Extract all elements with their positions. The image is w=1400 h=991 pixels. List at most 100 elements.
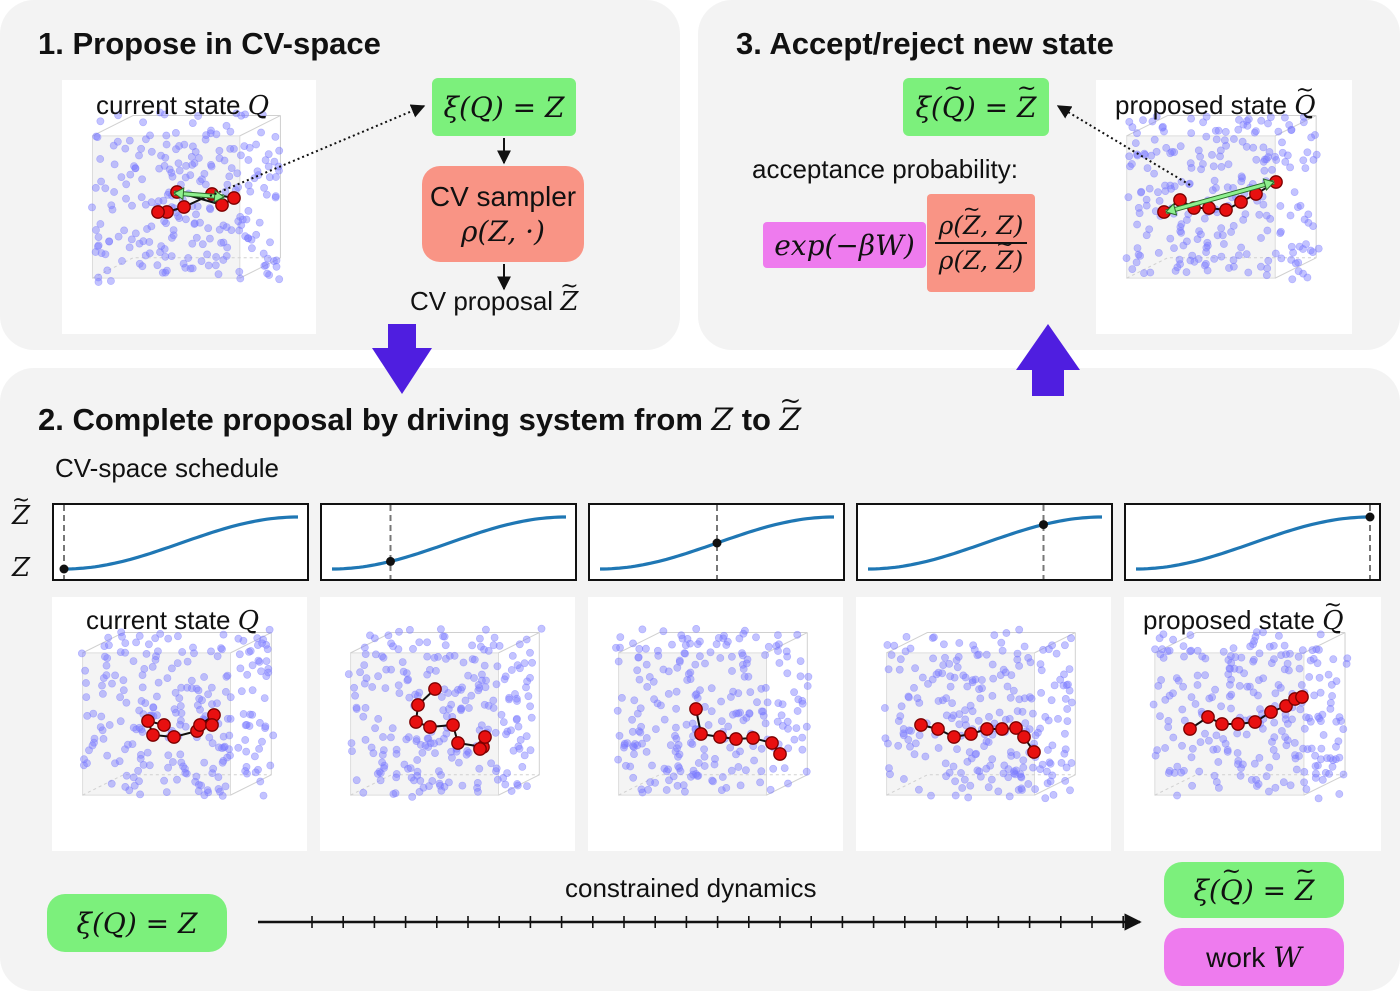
cv-proposal-label: CV proposal Z: [410, 286, 578, 317]
chain-bead: [694, 727, 708, 741]
solvent-particle: [1237, 764, 1245, 772]
solvent-particle: [190, 159, 199, 167]
solvent-particle: [1011, 770, 1019, 779]
solvent-particle: [1272, 752, 1281, 761]
solvent-particle: [270, 157, 279, 166]
solvent-particle: [1221, 739, 1230, 748]
solvent-particle: [1236, 771, 1245, 780]
solvent-particle: [173, 775, 181, 784]
solvent-particle: [629, 773, 638, 782]
solvent-particle: [1233, 729, 1242, 738]
solvent-particle: [207, 126, 215, 135]
solvent-particle: [1208, 693, 1216, 702]
solvent-particle: [1039, 646, 1047, 654]
solvent-particle: [192, 233, 201, 242]
solvent-particle: [1258, 724, 1267, 733]
solvent-particle: [1264, 256, 1273, 265]
solvent-particle: [1003, 682, 1012, 691]
solvent-particle: [359, 712, 368, 721]
solvent-particle: [174, 632, 182, 641]
solvent-particle: [953, 663, 962, 672]
solvent-particle: [107, 201, 116, 210]
solvent-particle: [1186, 631, 1195, 639]
solvent-particle: [1038, 760, 1047, 769]
solvent-particle: [158, 268, 167, 277]
solvent-particle: [1016, 772, 1025, 781]
solvent-particle: [442, 729, 451, 738]
solvent-particle: [1177, 177, 1186, 186]
solvent-particle: [227, 226, 236, 234]
solvent-particle: [1255, 753, 1264, 762]
solvent-particle: [368, 683, 377, 691]
solvent-particle: [1282, 650, 1290, 659]
solvent-particle: [241, 721, 250, 730]
solvent-particle: [1290, 188, 1299, 196]
solvent-particle: [636, 728, 645, 737]
solvent-particle: [1161, 744, 1169, 752]
solvent-particles: [344, 624, 546, 801]
solvent-particle: [118, 257, 126, 265]
solvent-particle: [512, 714, 521, 723]
solvent-particle: [367, 743, 376, 752]
solvent-particle: [1252, 775, 1260, 784]
solvent-particle: [945, 660, 954, 668]
solvent-particle: [121, 782, 130, 791]
solvent-particle: [929, 654, 937, 663]
solvent-particle: [750, 756, 758, 765]
solvent-particle: [1156, 712, 1164, 720]
panel3-title: 3. Accept/reject new state: [736, 26, 1114, 61]
solvent-particle: [197, 781, 206, 790]
cv-sampler-box: CV sampler ρ(Z, ·): [422, 166, 584, 262]
solvent-particle: [93, 133, 102, 141]
solvent-particle: [1010, 767, 1018, 776]
solvent-particle: [1225, 264, 1233, 272]
solvent-particle: [1254, 676, 1263, 684]
solvent-particle: [520, 659, 529, 668]
solvent-particle: [399, 667, 408, 676]
solvent-particle: [1292, 765, 1301, 774]
solvent-particle: [225, 731, 234, 740]
solvent-particle: [761, 719, 770, 728]
solvent-particle: [263, 269, 272, 278]
solvent-particle: [481, 625, 490, 634]
solvent-particle: [381, 684, 390, 692]
solvent-particle: [168, 664, 176, 673]
solvent-particle: [213, 699, 221, 708]
end-cv-box: ξ(Q) = Z: [1164, 862, 1344, 918]
solvent-particle: [1259, 143, 1268, 152]
solvent-particle: [1276, 227, 1285, 236]
solvent-particle: [918, 673, 927, 682]
solvent-particle: [432, 667, 440, 675]
solvent-particle: [440, 632, 449, 641]
cv-map-box: ξ(Q) = Z: [432, 78, 576, 136]
solvent-particle: [941, 759, 950, 768]
solvent-particle: [1020, 642, 1029, 651]
solvent-particle: [223, 243, 232, 252]
solvent-particle: [959, 671, 968, 680]
solvent-particle: [630, 696, 639, 705]
solvent-particle: [1142, 201, 1151, 210]
solvent-particle: [507, 787, 516, 795]
solvent-particle: [1002, 629, 1011, 637]
solvent-particle: [1140, 269, 1148, 277]
solvent-particle: [1216, 152, 1224, 161]
solvent-particle: [184, 254, 193, 262]
solvent-particle: [223, 714, 232, 723]
solvent-particle: [793, 630, 802, 639]
solvent-particle: [196, 218, 204, 227]
solvent-particle: [208, 739, 217, 748]
solvent-particle: [135, 259, 144, 268]
solvent-particle: [1237, 243, 1245, 252]
solvent-particle: [1314, 244, 1323, 253]
solvent-particle: [711, 754, 719, 763]
solvent-particle: [1193, 235, 1202, 243]
solvent-particle: [526, 746, 535, 755]
solvent-particle: [271, 133, 280, 141]
chain-bead: [473, 742, 487, 756]
solvent-particle: [114, 111, 122, 120]
solvent-particle: [464, 748, 473, 757]
solvent-particle: [104, 633, 113, 642]
solvent-particle: [1329, 655, 1338, 664]
solvent-particle: [681, 641, 690, 650]
solvent-particle: [1269, 745, 1278, 754]
